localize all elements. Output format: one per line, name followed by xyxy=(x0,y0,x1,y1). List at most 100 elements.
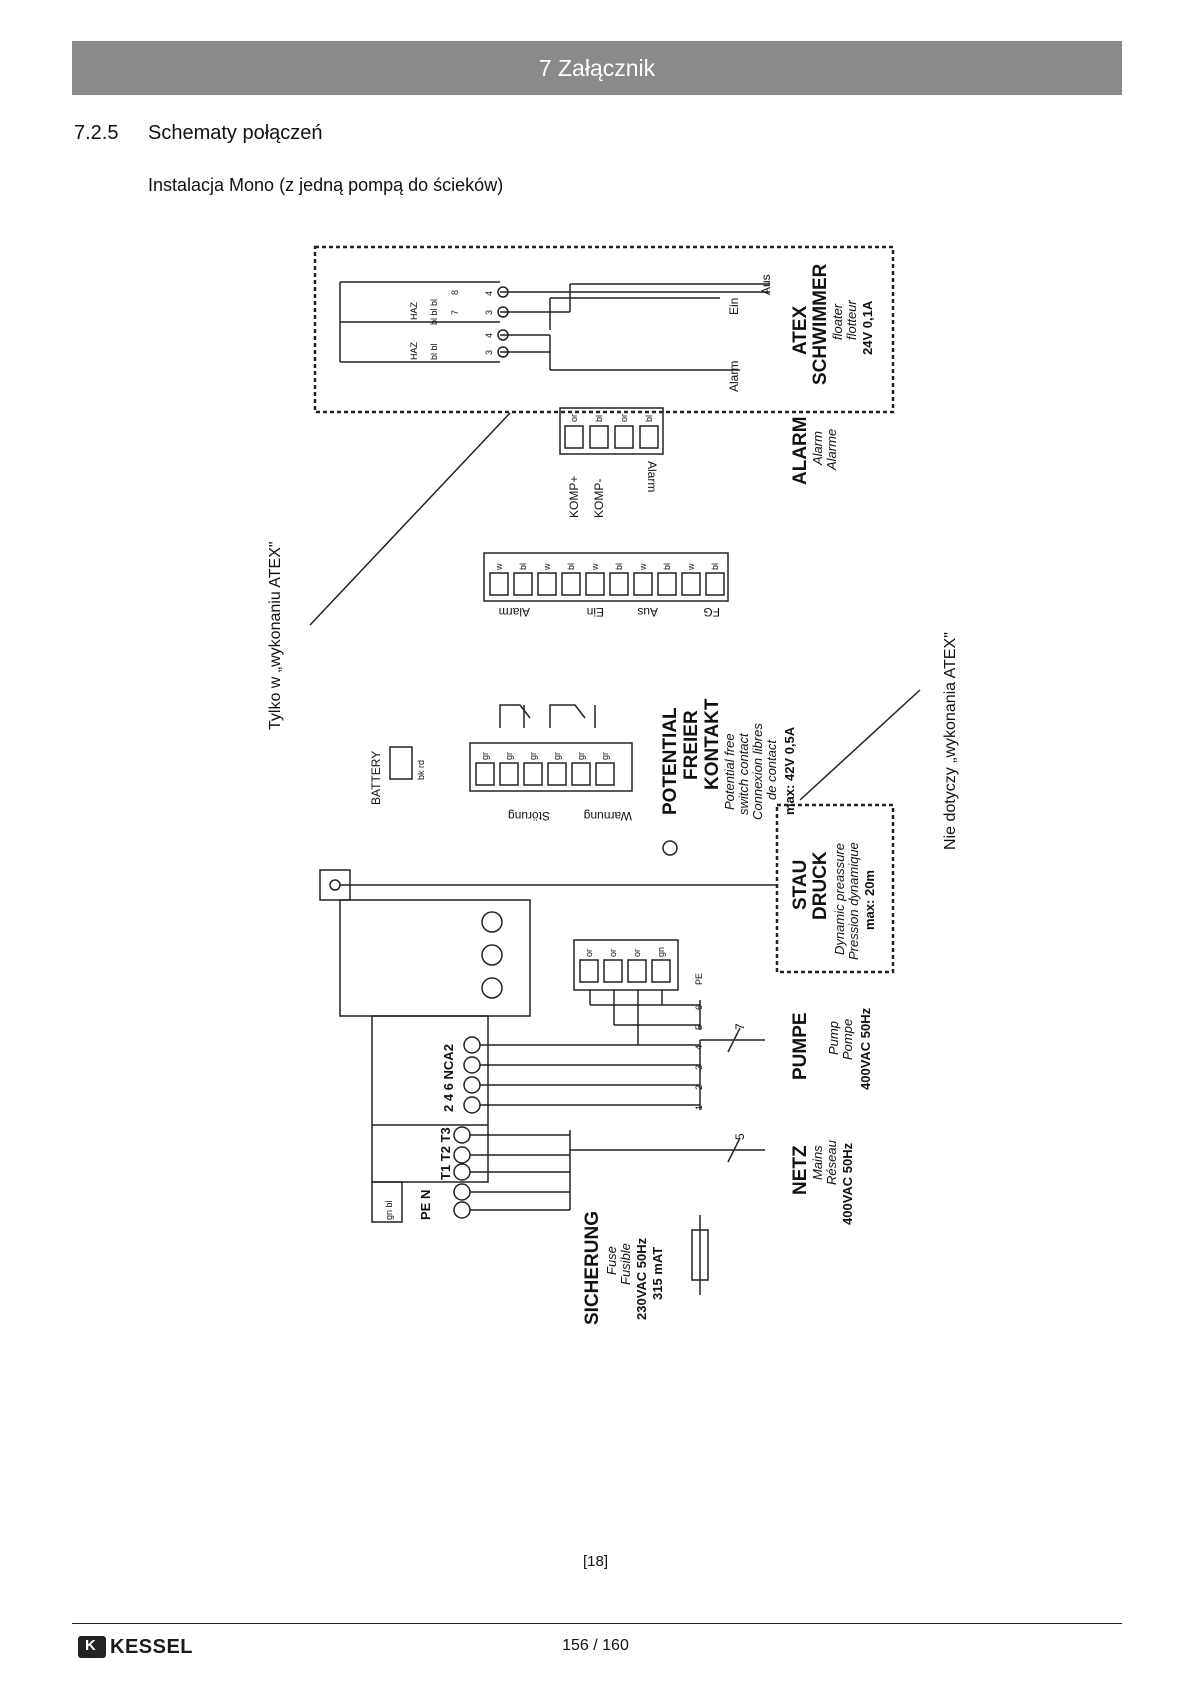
atex-haz-label-1: HAZ xyxy=(409,301,419,320)
stau-sub-2: Pression dynamique xyxy=(846,842,861,960)
stau-title-1: STAU xyxy=(790,860,811,910)
float-term-color-10: bl xyxy=(710,563,720,570)
pump-term-color-4: gn xyxy=(656,947,666,957)
atex-rating: 24V 0,1A xyxy=(860,300,875,355)
contact-term-color-2: gr xyxy=(504,752,514,760)
contact-term-color-5: gr xyxy=(576,752,586,760)
t1t2t3-label: T1 T2 T3 xyxy=(438,1127,453,1180)
kessel-logo-text: KESSEL xyxy=(110,1635,194,1658)
gnbl-label: gn bl xyxy=(384,1200,394,1220)
atex-bl-label-2: bl bl xyxy=(429,343,439,360)
atex-only-note: Tylko w „wykonaniu ATEX" xyxy=(267,541,284,730)
atex-bl-label-1: bl bl bl xyxy=(429,299,439,325)
alarm-block-alarm-label: Alarm xyxy=(645,461,659,492)
chapter-title: 7 Załącznik xyxy=(538,55,656,81)
sicherung-rating-2: 315 mAT xyxy=(650,1247,665,1300)
float-aus-label: Aus xyxy=(637,605,658,619)
contact-term-color-3: gr xyxy=(528,752,538,760)
atex-flotteur-label: flotteur xyxy=(844,300,859,340)
komp-minus-label: KOMP- xyxy=(592,479,606,518)
atex-floater-label: floater xyxy=(830,303,845,340)
section-title: Schematy połączeń xyxy=(148,122,323,144)
battery-colors: bk rd xyxy=(416,760,426,780)
pumpe-term-1: 1 xyxy=(694,1105,704,1110)
netz-sub-2: Réseau xyxy=(824,1140,839,1185)
atex-haz-label-2: HAZ xyxy=(409,341,419,360)
contact-term-color-1: gr xyxy=(480,752,490,760)
pumpe-title: PUMPE xyxy=(790,1012,811,1080)
atex-term-8: 8 xyxy=(450,290,460,295)
pumpe-sub-1: Pump xyxy=(826,1021,841,1055)
atex-title: ATEX xyxy=(790,305,811,355)
atex-alarm-label: Alarm xyxy=(727,361,741,392)
sicherung-rating-1: 230VAC 50Hz xyxy=(634,1237,649,1320)
pump-term-color-1: or xyxy=(584,949,594,957)
pumpe-wire-count: 7 xyxy=(733,1023,747,1030)
atex-term-4a: 4 xyxy=(484,291,494,296)
kessel-logo-icon: K xyxy=(78,1636,106,1658)
netz-rating: 400VAC 50Hz xyxy=(840,1142,855,1225)
komp-plus-label: KOMP+ xyxy=(567,476,581,518)
battery-label: BATTERY xyxy=(369,751,383,805)
sicherung-sub-1: Fuse xyxy=(604,1246,619,1275)
contact-sub-4: de contact xyxy=(764,739,779,800)
float-term-color-9: w xyxy=(686,563,696,571)
alarm-term-color-4: bl xyxy=(644,415,654,422)
float-ein-label: Ein xyxy=(587,605,604,619)
warnung-label: Warnung xyxy=(584,809,632,823)
float-term-color-3: w xyxy=(542,563,552,571)
contact-sub-2: switch contact xyxy=(736,732,751,815)
atex-aus-label: Aus xyxy=(759,274,773,295)
stau-rating: max: 20m xyxy=(862,870,877,930)
contact-title-3: KONTAKT xyxy=(702,698,723,790)
storung-label: Störung xyxy=(508,809,550,823)
alarm-sub1: Alarm xyxy=(810,431,825,466)
pump-term-color-3: or xyxy=(632,949,642,957)
atex-schwimmer-title: SCHWIMMER xyxy=(810,263,831,385)
float-term-color-1: w xyxy=(494,563,504,571)
pumpe-term-3: 3 xyxy=(694,1065,704,1070)
atex-term-7: 7 xyxy=(450,310,460,315)
contact-term-color-4: gr xyxy=(552,752,562,760)
contact-title-2: FREIER xyxy=(681,710,702,780)
figure-number: [18] xyxy=(582,1553,609,1570)
float-term-color-7: w xyxy=(638,563,648,571)
sicherung-sub-2: Fusible xyxy=(618,1243,633,1285)
atex-ein-label: Ein xyxy=(727,298,741,315)
stau-sub-1: Dynamic preassure xyxy=(832,843,847,955)
contact-sub-1: Potential free xyxy=(722,733,737,810)
alarm-term-color-2: bl xyxy=(594,415,604,422)
not-atex-note: Nie dotyczy „wykonania ATEX" xyxy=(942,632,959,850)
float-alarm-label: Alarm xyxy=(499,605,530,619)
nca-label: 2 4 6 NCA2 xyxy=(441,1044,456,1112)
alarm-term-color-3: or xyxy=(619,414,629,422)
pumpe-term-2: 2 xyxy=(694,1085,704,1090)
float-term-color-6: bl xyxy=(614,563,624,570)
contact-sub-3: Connexion libres xyxy=(750,723,765,820)
float-term-color-5: w xyxy=(590,563,600,571)
pen-label: PE N xyxy=(418,1190,433,1220)
float-term-color-4: bl xyxy=(566,563,576,570)
pumpe-term-4: 4 xyxy=(694,1045,704,1050)
pumpe-term-5: 5 xyxy=(694,1025,704,1030)
alarm-sub2: Alarme xyxy=(824,429,839,471)
stau-title-2: DRUCK xyxy=(810,851,831,920)
atex-term-3b: 3 xyxy=(484,350,494,355)
sicherung-title: SICHERUNG xyxy=(582,1211,603,1325)
atex-term-3a: 3 xyxy=(484,310,494,315)
contact-rating: max: 42V 0,5A xyxy=(782,726,797,815)
page-number: 156 / 160 xyxy=(562,1637,629,1654)
atex-term-4b: 4 xyxy=(484,333,494,338)
section-number: 7.2.5 xyxy=(74,122,119,144)
pumpe-pe-label: PE xyxy=(694,973,704,985)
kessel-logo: K KESSEL xyxy=(78,1634,193,1660)
alarm-title: ALARM xyxy=(790,416,811,485)
contact-title-1: POTENTIAL xyxy=(660,707,681,815)
alarm-term-color-1: or xyxy=(569,414,579,422)
footer-divider xyxy=(72,1623,1122,1624)
netz-sub-1: Mains xyxy=(810,1145,825,1180)
pumpe-term-6: 6 xyxy=(694,1005,704,1010)
float-term-color-2: bl xyxy=(518,563,528,570)
subtitle: Instalacja Mono (z jedną pompą do ściekó… xyxy=(148,175,504,195)
